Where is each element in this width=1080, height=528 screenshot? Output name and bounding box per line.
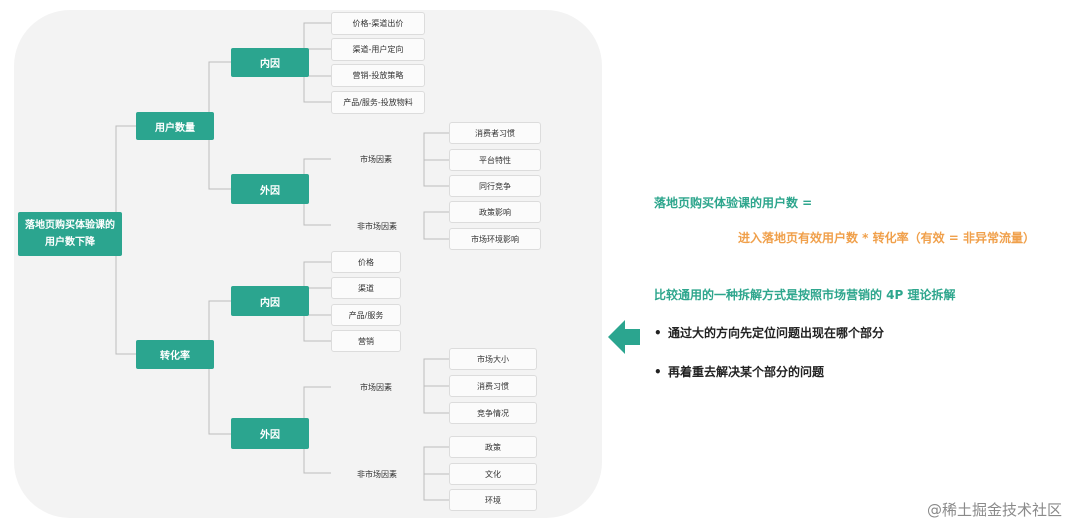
branch-conversion-rate: 转化率: [136, 340, 214, 369]
summary-text: 比较通用的一种拆解方式是按照市场营销的 4P 理论拆解: [654, 288, 956, 302]
leaf-competition-status: 竞争情况: [449, 402, 537, 424]
bullet-dot: •: [654, 325, 662, 340]
root-node: 落地页购买体验课的用户数下降: [18, 212, 122, 256]
bullet-item-1: • 通过大的方向先定位问题出现在哪个部分: [654, 324, 884, 341]
leaf-price-channel-bid: 价格-渠道出价: [331, 12, 425, 35]
bullet-dot: •: [654, 364, 662, 379]
leaf-peer-competition: 同行竞争: [449, 175, 541, 197]
internal-factor-node-2: 内因: [231, 286, 309, 316]
external-factor-node-1: 外因: [231, 174, 309, 204]
leaf-market-size: 市场大小: [449, 348, 537, 370]
leaf-marketing-strategy: 营销-投放策略: [331, 64, 425, 87]
leaf-policy-impact: 政策影响: [449, 201, 541, 223]
formula-line-1: 落地页购买体验课的用户数 =: [654, 196, 813, 210]
bullet-text-2: 再着重去解决某个部分的问题: [668, 365, 825, 379]
group-market-factors-1: 市场因素: [360, 155, 392, 164]
bullet-item-2: • 再着重去解决某个部分的问题: [654, 363, 824, 380]
leaf-market-environment: 市场环境影响: [449, 228, 541, 250]
leaf-platform-traits: 平台特性: [449, 149, 541, 171]
leaf-channel: 渠道: [331, 277, 401, 299]
leaf-product-service: 产品/服务: [331, 304, 401, 326]
leaf-consumer-habits: 消费者习惯: [449, 122, 541, 144]
group-non-market-factors-1: 非市场因素: [357, 222, 397, 231]
leaf-channel-targeting: 渠道-用户定向: [331, 38, 425, 61]
internal-factor-node-1: 内因: [231, 48, 309, 77]
leaf-product-material: 产品/服务-投放物料: [331, 91, 425, 114]
group-non-market-factors-2: 非市场因素: [357, 470, 397, 479]
leaf-environment: 环境: [449, 489, 537, 511]
formula-line-2: 进入落地页有效用户数 * 转化率（有效 = 非异常流量）: [738, 231, 1036, 245]
group-market-factors-2: 市场因素: [360, 383, 392, 392]
leaf-policy: 政策: [449, 436, 537, 458]
branch-user-count: 用户数量: [136, 112, 214, 140]
external-factor-node-2: 外因: [231, 418, 309, 449]
left-arrow-icon: [608, 320, 640, 354]
bullet-text-1: 通过大的方向先定位问题出现在哪个部分: [668, 326, 885, 340]
footer-watermark: @稀土掘金技术社区: [926, 501, 1062, 519]
leaf-marketing: 营销: [331, 330, 401, 352]
leaf-consumption-habits: 消费习惯: [449, 375, 537, 397]
leaf-price: 价格: [331, 251, 401, 273]
leaf-culture: 文化: [449, 463, 537, 485]
